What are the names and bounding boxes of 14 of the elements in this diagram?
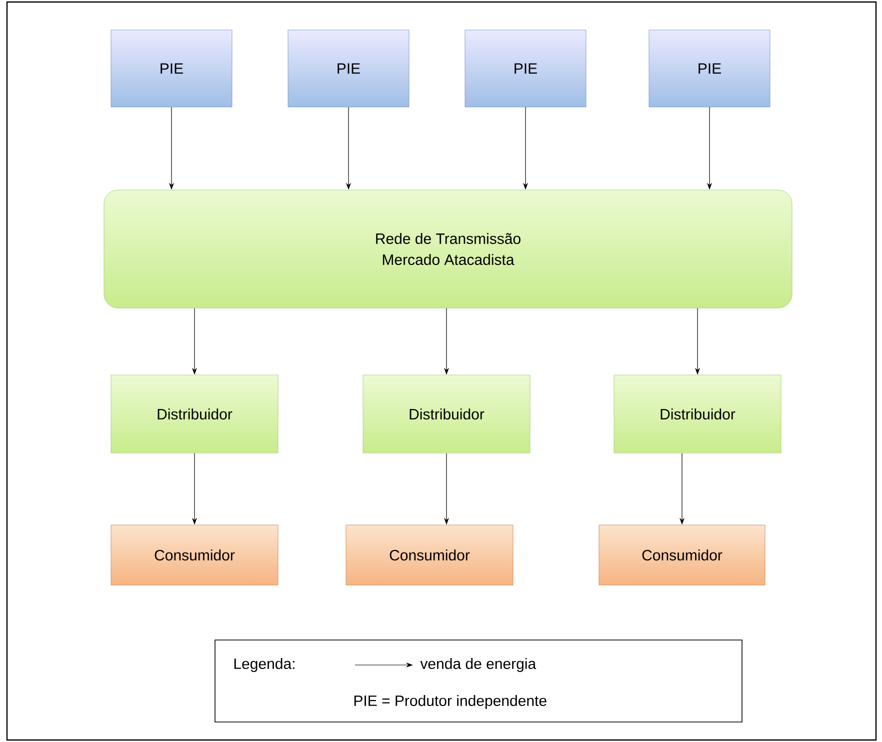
distributor-box: Distribuidor [110, 374, 278, 454]
legend-label: venda de energia [420, 658, 536, 672]
legend-note: PIE = Produtor independente [354, 695, 546, 709]
legend-title: Legenda: [234, 658, 294, 672]
distributor-box: Distribuidor [614, 374, 782, 454]
source-box: PIE [288, 30, 410, 108]
distributor-box: Distribuidor [362, 374, 530, 454]
source-box: PIE [110, 30, 232, 108]
source-box: PIE [464, 30, 586, 108]
consumer-box: Consumidor [598, 524, 766, 586]
consumer-box: Consumidor [110, 524, 278, 586]
source-box: PIE [648, 30, 770, 108]
consumer-box: Consumidor [346, 524, 514, 586]
network-box: Rede de Transmissão Mercado Atacadista [104, 190, 792, 308]
